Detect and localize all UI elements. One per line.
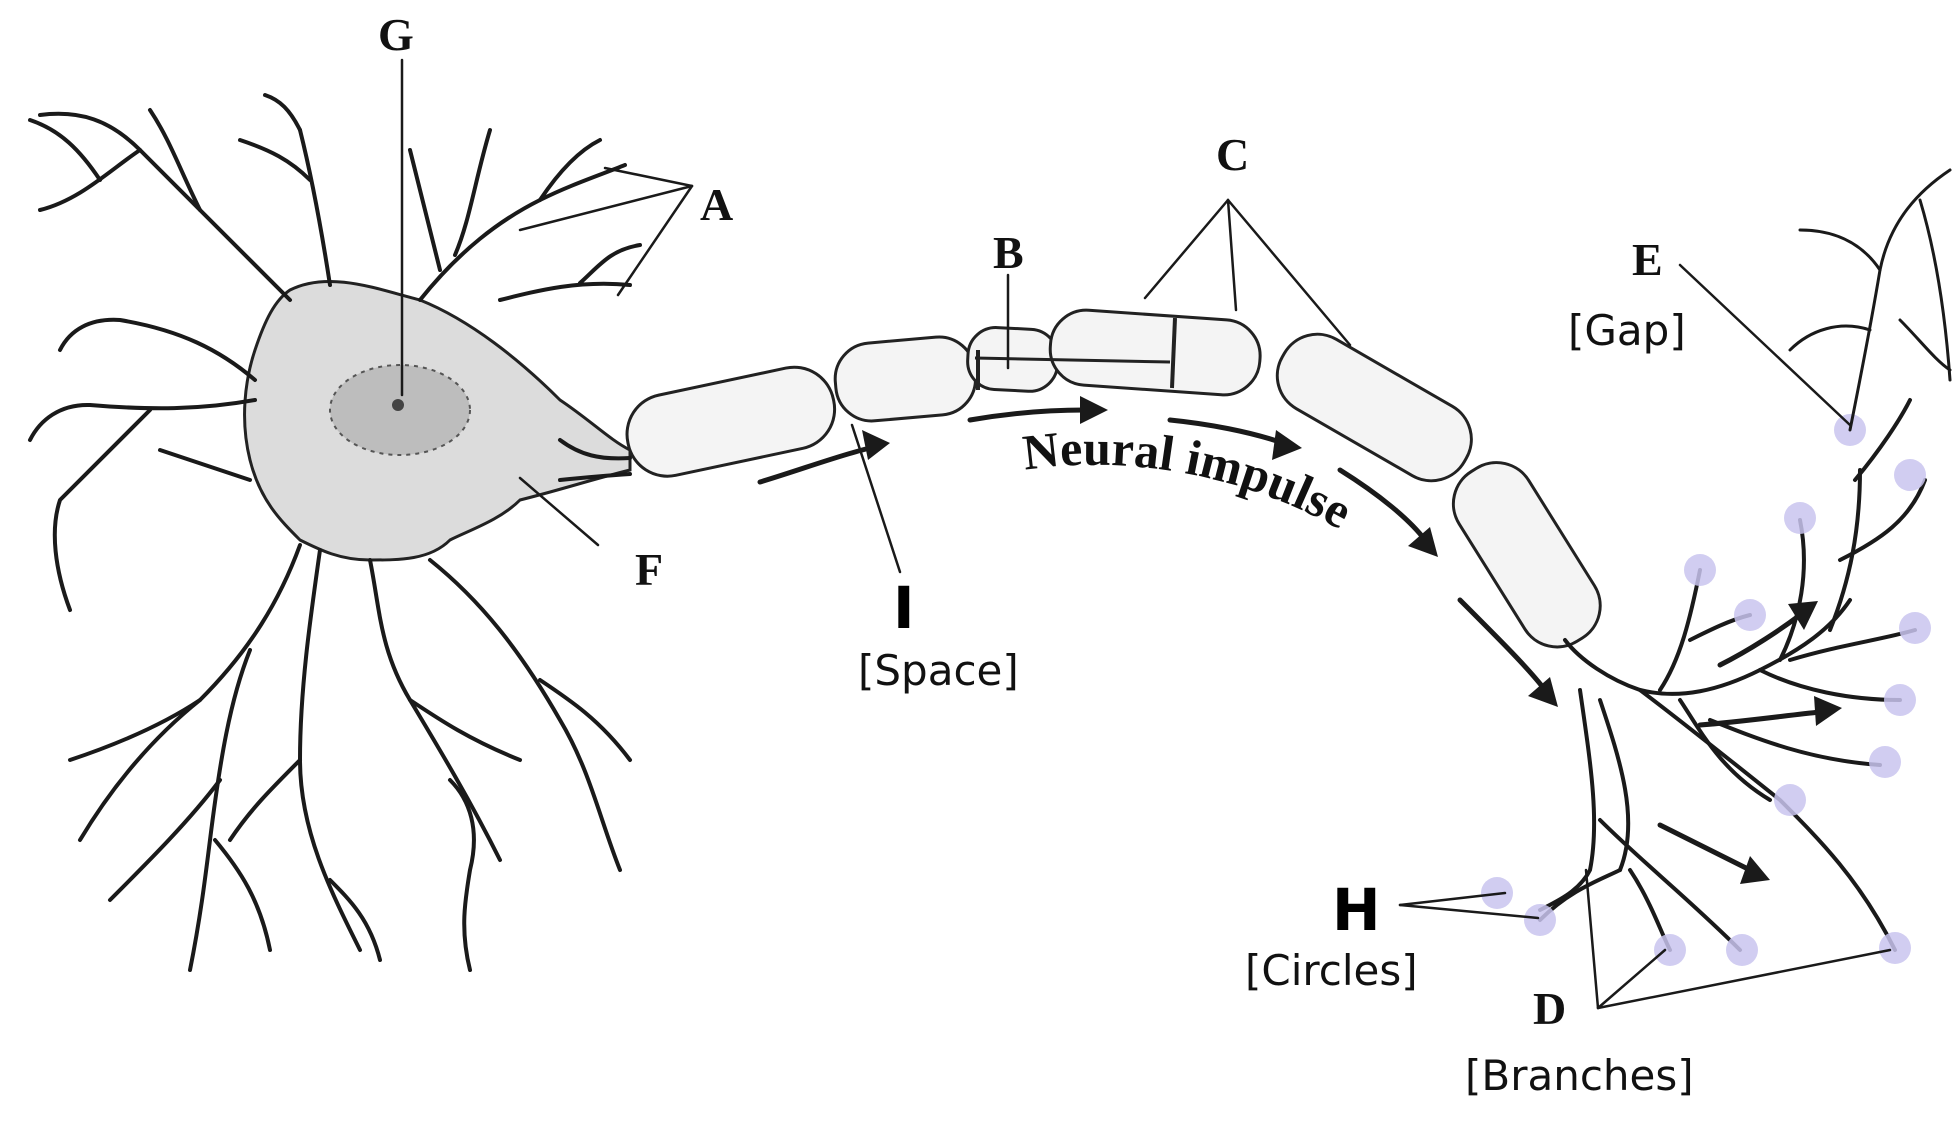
leader-E bbox=[1678, 263, 1852, 427]
arrow-8 bbox=[1740, 856, 1770, 884]
label-B: B bbox=[993, 227, 1024, 278]
axon-terminals bbox=[1538, 398, 1927, 952]
neural-impulse-text: Neural impulse bbox=[1020, 420, 1361, 540]
leader-A-1 bbox=[603, 166, 694, 188]
leader-C-1 bbox=[1143, 198, 1230, 300]
leader-H-1 bbox=[1398, 891, 1507, 907]
knob-5 bbox=[1894, 459, 1926, 491]
annotation-circles: [Circles] bbox=[1245, 946, 1418, 995]
axon bbox=[558, 438, 632, 482]
cell-body bbox=[243, 279, 632, 562]
nucleolus bbox=[392, 399, 404, 411]
leader-H-2 bbox=[1398, 903, 1540, 920]
dendrites bbox=[28, 93, 642, 972]
leader-C-3 bbox=[1226, 198, 1352, 347]
arrow-6 bbox=[1788, 601, 1818, 630]
annotation-gap: [Gap] bbox=[1568, 306, 1686, 355]
node-marker-right bbox=[1170, 317, 1177, 389]
next-neuron-dendrites bbox=[1788, 168, 1952, 432]
knob-9 bbox=[1774, 784, 1806, 816]
myelin-segment-6 bbox=[1451, 461, 1602, 649]
arrow-5 bbox=[1528, 677, 1558, 707]
leader-I bbox=[850, 423, 902, 574]
label-C: C bbox=[1216, 129, 1249, 180]
leader-D-3 bbox=[1596, 948, 1892, 1010]
arrow-4 bbox=[1408, 527, 1438, 557]
leader-F bbox=[518, 476, 600, 547]
annotation-space: [Space] bbox=[858, 646, 1019, 695]
label-D: D bbox=[1533, 983, 1566, 1034]
label-A: A bbox=[700, 179, 733, 230]
knob-7 bbox=[1884, 684, 1916, 716]
leader-C-2 bbox=[1226, 198, 1238, 312]
knob-8 bbox=[1869, 746, 1901, 778]
arrow-3 bbox=[1272, 430, 1302, 460]
leader-lines bbox=[400, 58, 1892, 1010]
knob-11 bbox=[1654, 934, 1686, 966]
label-H: H bbox=[1332, 876, 1381, 944]
annotations: [Space] [Gap] [Circles] [Branches] bbox=[858, 306, 1694, 1100]
knob-12 bbox=[1726, 934, 1758, 966]
arrow-1 bbox=[862, 430, 890, 460]
leader-D-1 bbox=[1584, 868, 1600, 1010]
arrow-2 bbox=[1080, 396, 1108, 424]
leader-A-2 bbox=[518, 184, 694, 232]
knob-10 bbox=[1879, 932, 1911, 964]
myelin-sheath bbox=[625, 308, 1602, 649]
label-F: F bbox=[635, 544, 663, 595]
myelin-segment-4 bbox=[1048, 308, 1262, 397]
myelin-segment-1 bbox=[625, 365, 837, 478]
knob-3 bbox=[1784, 502, 1816, 534]
leader-D-2 bbox=[1596, 948, 1667, 1010]
knob-1 bbox=[1684, 554, 1716, 586]
leader-A-3 bbox=[616, 184, 694, 297]
knob-13 bbox=[1524, 904, 1556, 936]
knob-2 bbox=[1734, 599, 1766, 631]
terminal-knobs bbox=[1481, 414, 1931, 966]
letter-labels: G A B C E F D I H bbox=[378, 9, 1663, 1034]
myelin-segment-2 bbox=[833, 335, 977, 423]
label-E: E bbox=[1632, 234, 1663, 285]
label-I: I bbox=[893, 574, 915, 642]
neural-impulse-label: Neural impulse bbox=[1020, 420, 1361, 540]
impulse-arrows bbox=[757, 396, 1842, 884]
label-G: G bbox=[378, 9, 414, 60]
annotation-branches: [Branches] bbox=[1465, 1051, 1694, 1100]
myelin-segment-5 bbox=[1275, 332, 1473, 483]
knob-4 bbox=[1899, 612, 1931, 644]
arrow-7 bbox=[1814, 696, 1842, 726]
